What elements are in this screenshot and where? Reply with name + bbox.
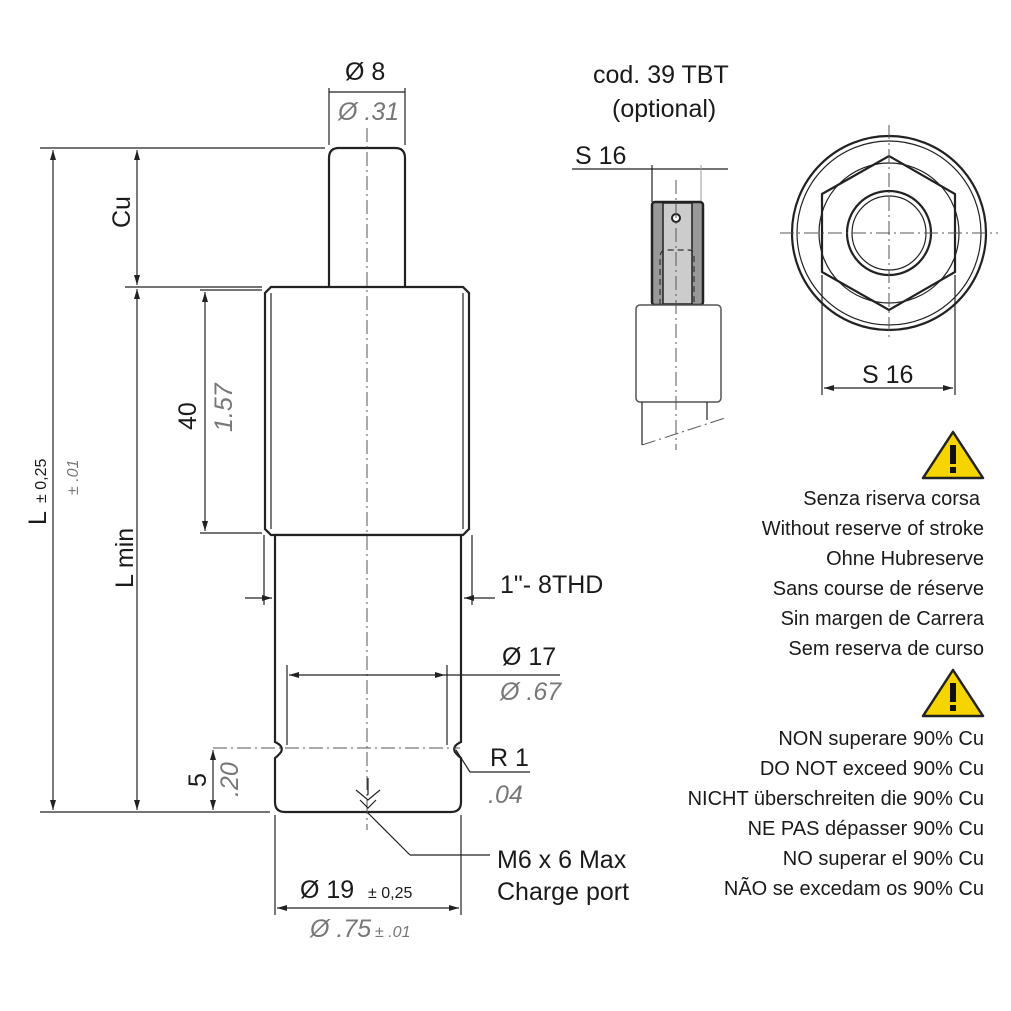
rod-diameter-label: Ø 8 bbox=[345, 58, 385, 86]
radius-inch-label: .04 bbox=[488, 781, 523, 809]
charge-port-icon bbox=[355, 778, 381, 809]
hex-end-view bbox=[780, 125, 998, 395]
wrench-size-side-label: S 16 bbox=[575, 142, 626, 170]
warning-line: NE PAS dépasser 90% Cu bbox=[748, 818, 984, 840]
radius-label: R 1 bbox=[490, 744, 529, 772]
length-min-label: L min bbox=[111, 528, 139, 588]
warning-line: NICHT überschreiten die 90% Cu bbox=[688, 788, 984, 810]
warning-line: Ohne Hubreserve bbox=[826, 548, 984, 570]
charge-port-sublabel: Charge port bbox=[497, 878, 629, 906]
thread-label: 1"- 8THD bbox=[500, 571, 603, 599]
warning-line: NON superare 90% Cu bbox=[778, 728, 984, 750]
length-label: L bbox=[24, 511, 52, 525]
collar-height-inch-label: .20 bbox=[216, 762, 244, 797]
dimension-lines bbox=[40, 88, 560, 915]
groove-diameter-label: Ø 17 bbox=[502, 643, 556, 671]
body-diameter-label: Ø 19 bbox=[300, 876, 354, 904]
warning-line: NÃO se excedam os 90% Cu bbox=[724, 876, 984, 900]
warning-line: Sin margen de Carrera bbox=[781, 608, 985, 630]
length-tolerance-inch: ± .01 bbox=[65, 460, 82, 495]
warning-line: Sans course de réserve bbox=[773, 578, 984, 600]
rod-diameter-inch-label: Ø .31 bbox=[337, 98, 399, 126]
warning-line: Sem reserva de curso bbox=[788, 638, 984, 660]
warning-icon bbox=[921, 668, 985, 718]
warning-line: NO superar el 90% Cu bbox=[783, 848, 984, 870]
charge-port-label: M6 x 6 Max bbox=[497, 846, 627, 874]
lower-body bbox=[273, 533, 463, 814]
hex-key-side-view bbox=[572, 165, 728, 450]
accessory-code: cod. 39 TBT bbox=[593, 61, 729, 89]
warning-line: Without reserve of stroke bbox=[762, 518, 984, 540]
warning-line: Senza riserva corsa bbox=[803, 488, 981, 510]
body-diameter-tolerance: ± 0,25 bbox=[368, 885, 412, 902]
thread-length-label: 40 bbox=[174, 402, 202, 430]
thread-length-inch-label: 1.57 bbox=[210, 382, 238, 432]
warning-text-stroke-reserve: Senza riserva corsa Without reserve of s… bbox=[762, 488, 985, 660]
warning-text-max-stroke: NON superare 90% Cu DO NOT exceed 90% Cu… bbox=[688, 728, 984, 900]
wrench-size-top-label: S 16 bbox=[862, 361, 913, 389]
length-tolerance: ± 0,25 bbox=[33, 459, 50, 503]
gas-spring-body bbox=[213, 128, 471, 830]
collar-height-label: 5 bbox=[184, 773, 212, 787]
body-diameter-inch-tolerance: ± .01 bbox=[375, 924, 410, 941]
warning-icon bbox=[921, 430, 985, 480]
stroke-label: Cu bbox=[108, 196, 136, 228]
accessory-optional: (optional) bbox=[612, 95, 716, 123]
groove-diameter-inch-label: Ø .67 bbox=[499, 678, 562, 706]
warning-line: DO NOT exceed 90% Cu bbox=[760, 758, 984, 780]
body-diameter-inch-label: Ø .75 bbox=[309, 915, 371, 943]
